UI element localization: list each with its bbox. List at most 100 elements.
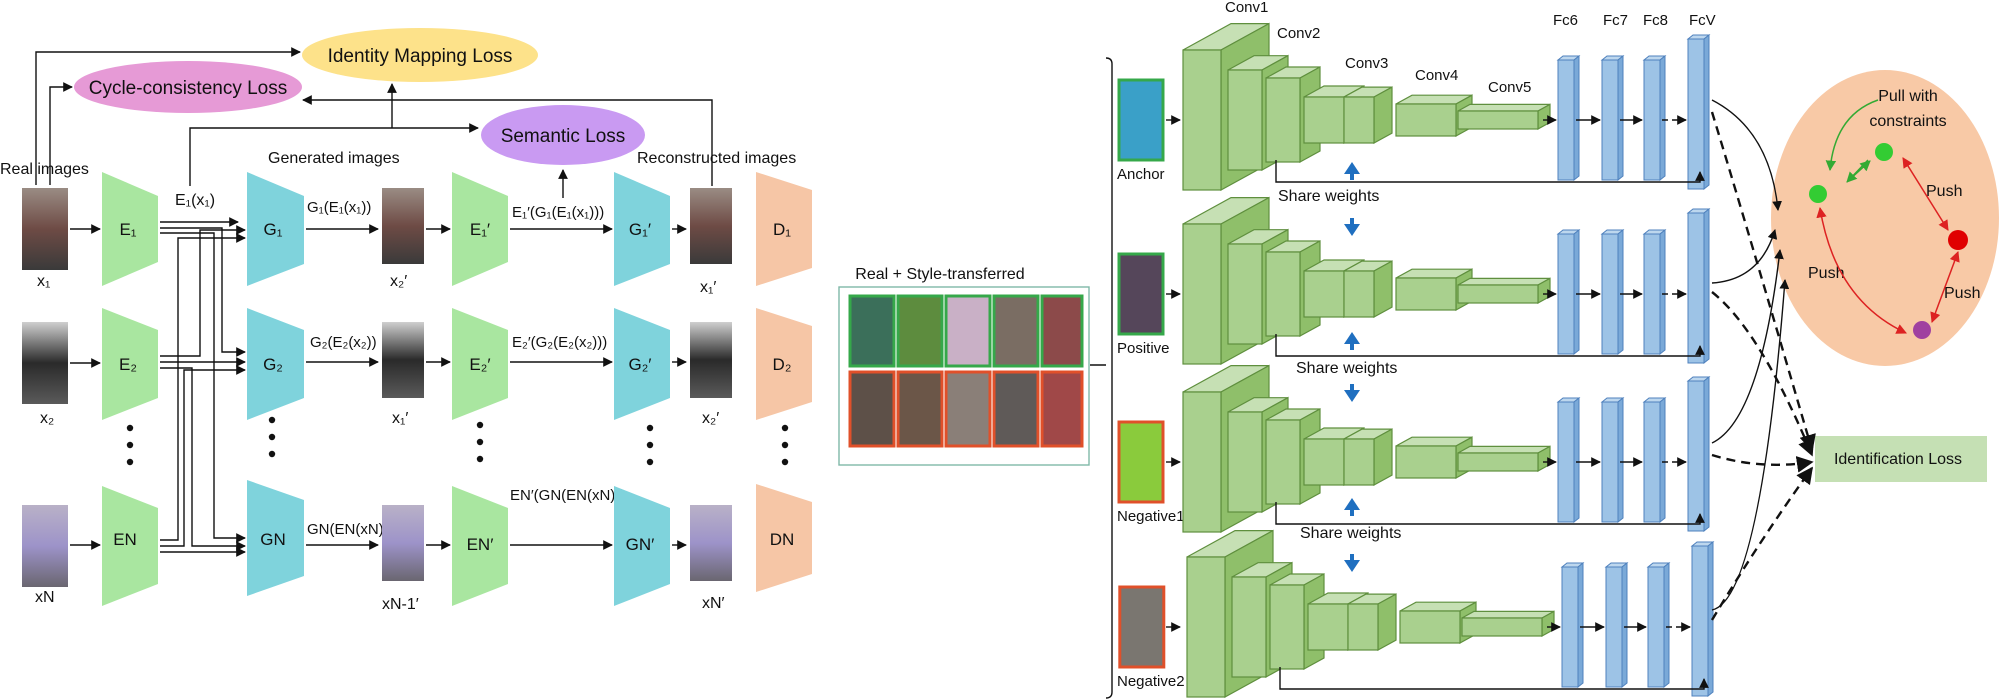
real-image-x2: [22, 322, 68, 404]
conv4-block: [1399, 601, 1477, 645]
layer-label-fc6: Fc6: [1553, 12, 1578, 29]
generator-g2-label: G₂: [263, 355, 283, 374]
encoder-e1-output: E₁(x₁): [175, 192, 215, 209]
middle-panel: Real + Style-transferred: [838, 57, 1113, 699]
conv3b-block: [1343, 86, 1393, 145]
reconstructed-label-1: x₁′: [700, 279, 716, 296]
conv5-block: [1457, 277, 1551, 305]
branch-negative2: Negative2: [1117, 529, 1715, 699]
reconstructed-label-2: x₂′: [702, 410, 719, 427]
layer-label-fc7: Fc7: [1603, 12, 1628, 29]
real-label-x1: x₁: [37, 273, 50, 290]
encoder-prime-e2-label: E₂′: [469, 355, 490, 374]
branch-negative1: Negative1: [1117, 364, 1711, 534]
real-label-x2: x₂: [40, 410, 54, 427]
discriminator-d1-label: D₁: [773, 220, 791, 239]
layer-label-fcv: FcV: [1689, 12, 1716, 29]
encoder-e2-label: E₂: [119, 355, 137, 374]
reconstructed-image-n: [690, 505, 732, 581]
anchor-node: [1875, 143, 1893, 161]
reconstructed-label-n: xN′: [702, 595, 725, 612]
fc-layer-9: [1686, 207, 1711, 365]
reconstructed-images-header: Reconstructed images: [637, 150, 796, 167]
generator-prime-g2: [614, 308, 670, 420]
fc-layer-9: [1686, 375, 1711, 533]
cycle-consistency-loss-label: Cycle-consistency Loss: [89, 78, 288, 99]
fc-layer-7: [1604, 561, 1629, 689]
semantic-loss-label: Semantic Loss: [501, 126, 626, 147]
conv3b-block: [1347, 593, 1397, 652]
row-n: xN EN GN GN(EN(xN)) xN-1′ EN′ EN′(GN(EN(…: [22, 480, 812, 613]
fc-layer-6: [1556, 396, 1581, 524]
generated-label-2: x₁′: [392, 410, 408, 427]
layer-label-conv2: Conv2: [1277, 25, 1320, 42]
generator-prime-g1: [614, 172, 670, 286]
fc-layer-6: [1556, 228, 1581, 356]
fc-layer-8: [1642, 228, 1667, 356]
generated-images-header: Generated images: [268, 150, 400, 167]
reconstructed-image-1: [690, 188, 732, 264]
generator-prime-gn: [614, 486, 670, 606]
left-panel: Identity Mapping Loss Cycle-consistency …: [0, 28, 812, 613]
fc-layer-8: [1642, 54, 1667, 182]
row-2: x₂ E₂ G₂ G₂(E₂(x₂)) x₁′ E₂′ E₂′(G₂(E₂(x₂…: [22, 308, 812, 427]
input-brace: [1090, 57, 1113, 699]
input-label-negative2: Negative2: [1117, 673, 1185, 690]
input-label-anchor: Anchor: [1117, 166, 1165, 183]
generator-prime-g2-label: G₂′: [628, 355, 651, 374]
sample-images-real: [848, 294, 1084, 368]
input-label-negative1: Negative1: [1117, 508, 1185, 525]
encoder-e1-label: E₁: [119, 220, 136, 239]
generated-image-n: [382, 505, 424, 581]
generator-g2-output: G₂(E₂(x₂)): [310, 334, 377, 351]
generated-label-1: x₂′: [390, 273, 407, 290]
cycle-consistency-loss-ellipse: [74, 61, 302, 113]
conv3b-block: [1343, 260, 1393, 319]
generator-g1-output: G₁(E₁(x₁)): [307, 199, 371, 216]
fc-layer-8: [1646, 561, 1671, 689]
push-arrow-top: [1902, 157, 1949, 231]
pull-arrow-b: [1847, 160, 1871, 182]
share-weights-label-3: Share weights: [1300, 525, 1401, 542]
encoder-prime-en: [452, 486, 508, 606]
encoder-generator-connections: [160, 217, 246, 557]
discriminator-d1: [756, 172, 812, 286]
identification-loss-box: [1815, 436, 1987, 482]
encoder-prime-e1-output: E₁′(G₁(E₁(x₁))): [512, 204, 604, 221]
negative-node-1: [1948, 230, 1968, 250]
right-panel: Conv1 Conv2 Conv3 Conv4 Conv5 Fc6 Fc7 Fc…: [1117, 0, 1999, 699]
generator-g2: [247, 308, 304, 420]
layer-label-conv4: Conv4: [1415, 67, 1458, 84]
conv5-block: [1461, 610, 1555, 638]
input-label-positive: Positive: [1117, 340, 1170, 357]
fc-layer-8: [1642, 396, 1667, 524]
branch-anchor: Anchor: [1117, 22, 1711, 192]
conv1-block: [1182, 364, 1270, 534]
conv5-block: [1457, 103, 1551, 131]
push-arrow-right: [1930, 251, 1960, 323]
fc-layer-7: [1600, 396, 1625, 524]
reconstructed-image-2: [690, 322, 732, 398]
generated-label-n: xN-1′: [382, 596, 419, 613]
identification-loss-label: Identification Loss: [1834, 451, 1962, 468]
discriminator-d2: [756, 308, 812, 420]
share-weights-label-2: Share weights: [1296, 360, 1397, 377]
layer-label-conv3: Conv3: [1345, 55, 1388, 72]
encoder-prime-e2: [452, 308, 508, 420]
negative-node-2: [1913, 321, 1931, 339]
discriminator-dn: [756, 484, 812, 592]
generated-image-2: [382, 322, 424, 398]
output-connections: [1710, 99, 1816, 621]
encoder-prime-e2-output: E₂′(G₂(E₂(x₂))): [512, 334, 607, 351]
generator-prime-g1-label: G₁′: [629, 220, 651, 239]
input-image-negative2: [1118, 585, 1166, 669]
fc-layer-6: [1560, 561, 1585, 689]
ellipsis-dots: [126, 416, 789, 466]
conv3b-block: [1343, 428, 1393, 487]
layer-label-fc8: Fc8: [1643, 12, 1668, 29]
positive-node: [1809, 185, 1827, 203]
generator-g1-label: G₁: [264, 220, 283, 239]
encoder-e2: [102, 308, 158, 420]
input-image-anchor: [1117, 78, 1165, 162]
